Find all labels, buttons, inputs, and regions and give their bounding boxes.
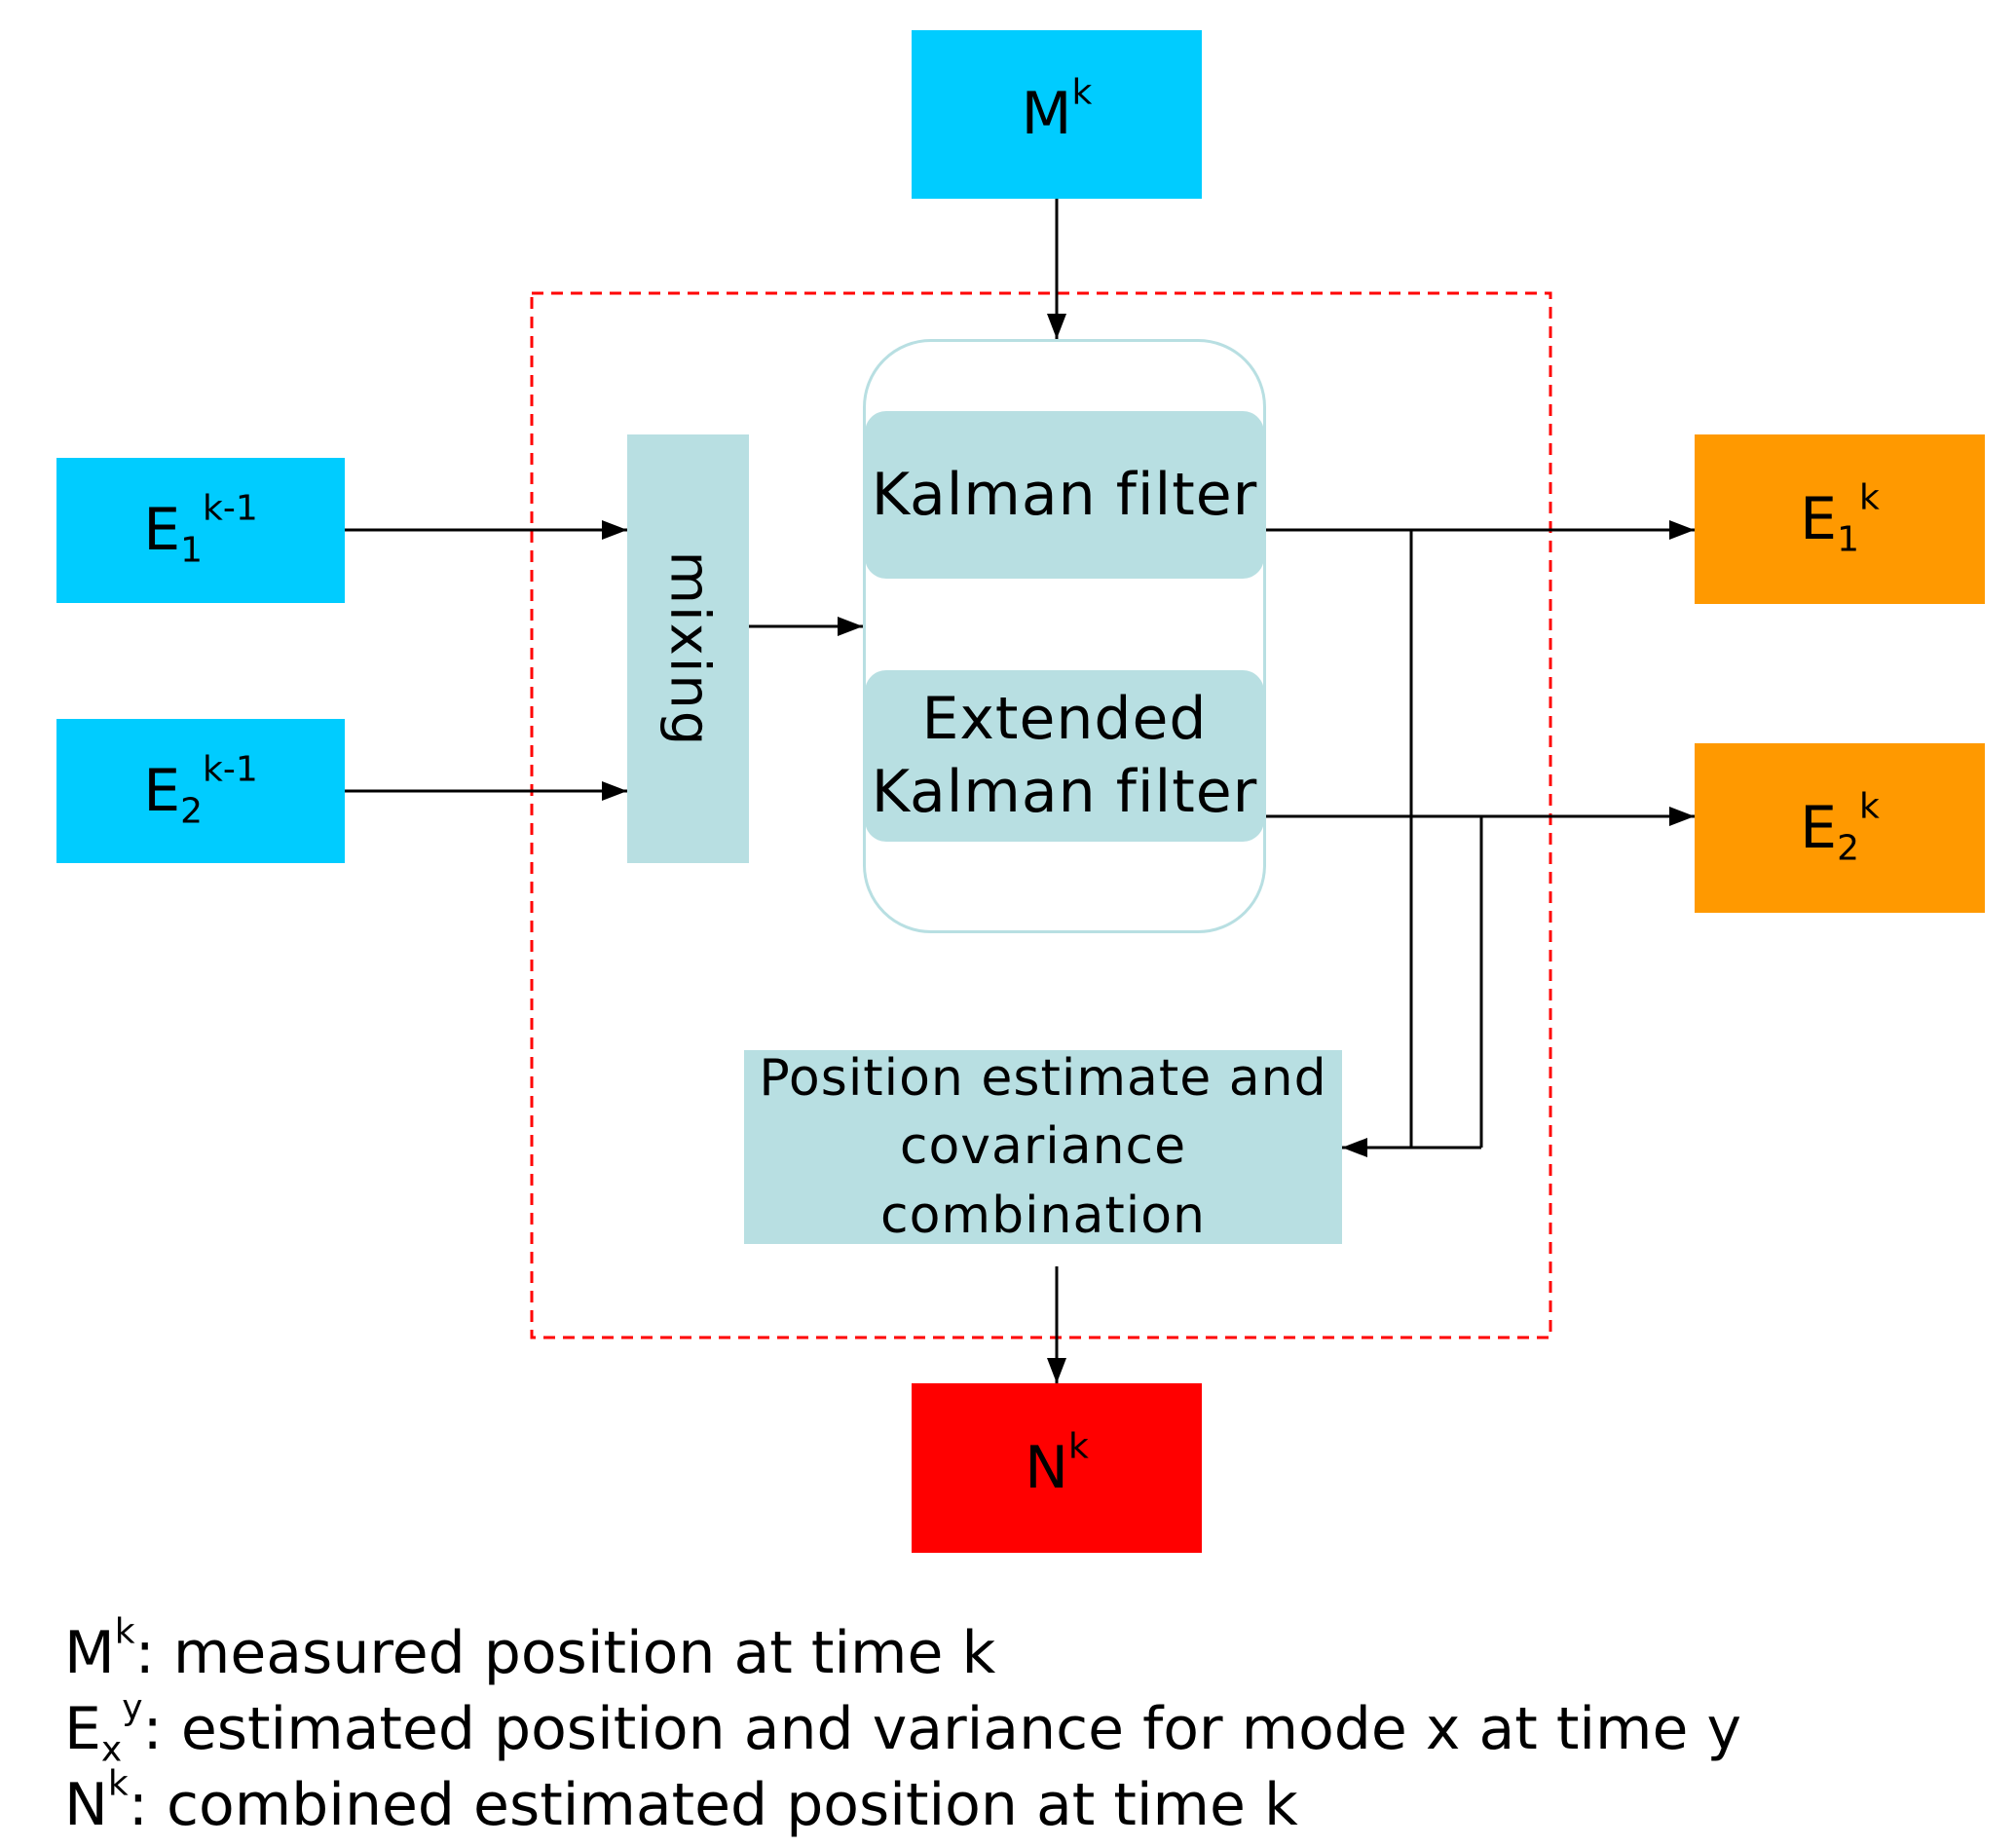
combined-position-box: Nk [912, 1383, 1202, 1553]
legend-item-measured: Mk: measured position at time k [64, 1611, 996, 1687]
e1-output-box: E1k [1695, 434, 1985, 604]
extended-kalman-filter-box: Extended Kalman filter [865, 670, 1264, 842]
legend: Mk: measured position at time k Exy: est… [64, 1611, 1741, 1843]
e2-previous-symbol: E2k-1 [143, 748, 258, 832]
e2-output-symbol: E2k [1800, 785, 1880, 869]
legend-item-estimated: Exy: estimated position and variance for… [64, 1687, 1741, 1770]
combination-box: Position estimate and covariance combina… [744, 1049, 1342, 1245]
kalman-filter-box: Kalman filter [865, 411, 1264, 579]
e2-previous-box: E2k-1 [56, 719, 345, 863]
e1-previous-box: E1k-1 [56, 458, 345, 603]
combination-line1: Position estimate and [759, 1049, 1327, 1109]
mixing-label: mixing [656, 550, 721, 747]
combined-position-symbol: Nk [1025, 1425, 1089, 1502]
measured-position-box: Mk [912, 30, 1202, 199]
combination-line2: covariance combination [880, 1117, 1206, 1245]
extended-kalman-line2: Kalman filter [871, 758, 1258, 826]
mixing-box: mixing [627, 434, 749, 863]
e1-output-symbol: E1k [1800, 476, 1880, 560]
e2-output-box: E2k [1695, 743, 1985, 913]
measured-position-symbol: Mk [1021, 72, 1093, 148]
kalman-filter-label: Kalman filter [871, 460, 1258, 529]
extended-kalman-line1: Extended [921, 685, 1208, 753]
e1-previous-symbol: E1k-1 [143, 488, 258, 571]
legend-item-combined: Nk: combined estimated position at time … [64, 1763, 1298, 1839]
